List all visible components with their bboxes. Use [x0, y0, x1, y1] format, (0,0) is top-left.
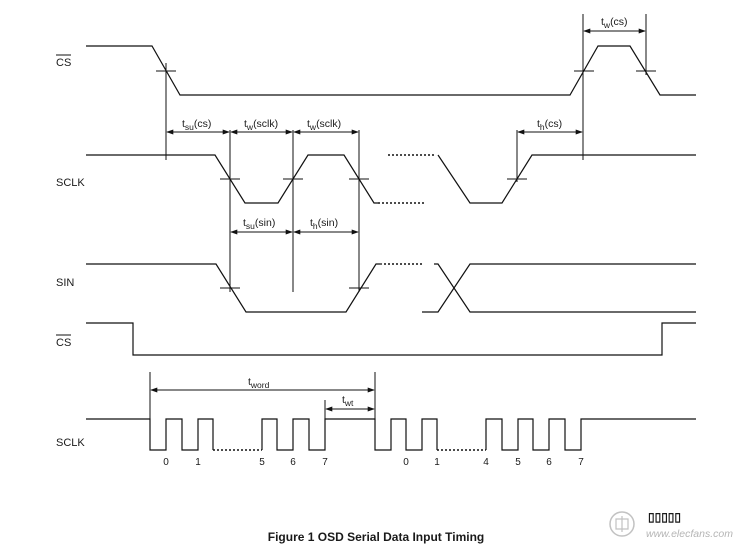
bit-number: 0 [163, 457, 169, 468]
timing-labels: tsu(cs) tw(sclk) tw(sclk) th(cs) tw(cs) … [182, 16, 628, 408]
watermark: ▯▯▯▯▯ www.elecfans.com [609, 510, 733, 540]
bit-number: 1 [195, 457, 201, 468]
label-tsu-sin: tsu(sin) [243, 217, 275, 231]
bit-number: 5 [515, 457, 521, 468]
sclk-bottom-waveform-c [485, 418, 696, 451]
sclk-top-label: SCLK [56, 177, 85, 189]
watermark-logo-mark-icon [615, 516, 629, 532]
cs-top-waveform [86, 45, 696, 96]
sclk-bottom-waveform-b [261, 418, 438, 451]
crossing-ticks [156, 63, 656, 289]
reference-lines [149, 14, 647, 419]
bit-number: 4 [483, 457, 489, 468]
bit-number: 0 [403, 457, 409, 468]
bit-numbers: 0 1 5 6 7 0 1 4 5 6 7 [163, 457, 584, 468]
bit-number: 5 [259, 457, 265, 468]
watermark-brand-icon: ▯▯▯▯▯ [648, 510, 681, 524]
label-twt: twt [342, 394, 354, 408]
label-tword: tword [248, 376, 270, 390]
label-tw-cs: tw(cs) [601, 16, 628, 30]
bit-number: 6 [290, 457, 296, 468]
signal-labels: CS SCLK SIN CS SCLK [56, 54, 85, 449]
label-th-cs: th(cs) [537, 118, 562, 132]
bit-number: 7 [578, 457, 584, 468]
watermark-url: www.elecfans.com [646, 528, 733, 540]
sin-waveform-b-rise [422, 263, 696, 313]
dimension-arrows [150, 28, 646, 412]
sclk-bottom-label: SCLK [56, 437, 85, 449]
sclk-top-waveform-b [437, 154, 696, 204]
label-th-sin: th(sin) [310, 217, 338, 231]
bit-number: 7 [322, 457, 328, 468]
cs-bottom-label: CS [56, 337, 71, 349]
sin-label: SIN [56, 277, 74, 289]
cs-bottom-waveform [86, 322, 696, 356]
label-tw-sclk-2: tw(sclk) [307, 118, 341, 132]
sin-waveform-b-fall [434, 263, 696, 313]
sin-waveform-a [86, 263, 382, 313]
sclk-bottom-waveform-a [86, 418, 214, 451]
cs-top-label: CS [56, 57, 71, 69]
label-tsu-cs: tsu(cs) [182, 118, 211, 132]
label-tw-sclk-1: tw(sclk) [244, 118, 278, 132]
bit-number: 6 [546, 457, 552, 468]
bit-number: 1 [434, 457, 440, 468]
figure-caption: Figure 1 OSD Serial Data Input Timing [268, 530, 484, 544]
watermark-logo-icon [609, 511, 635, 537]
